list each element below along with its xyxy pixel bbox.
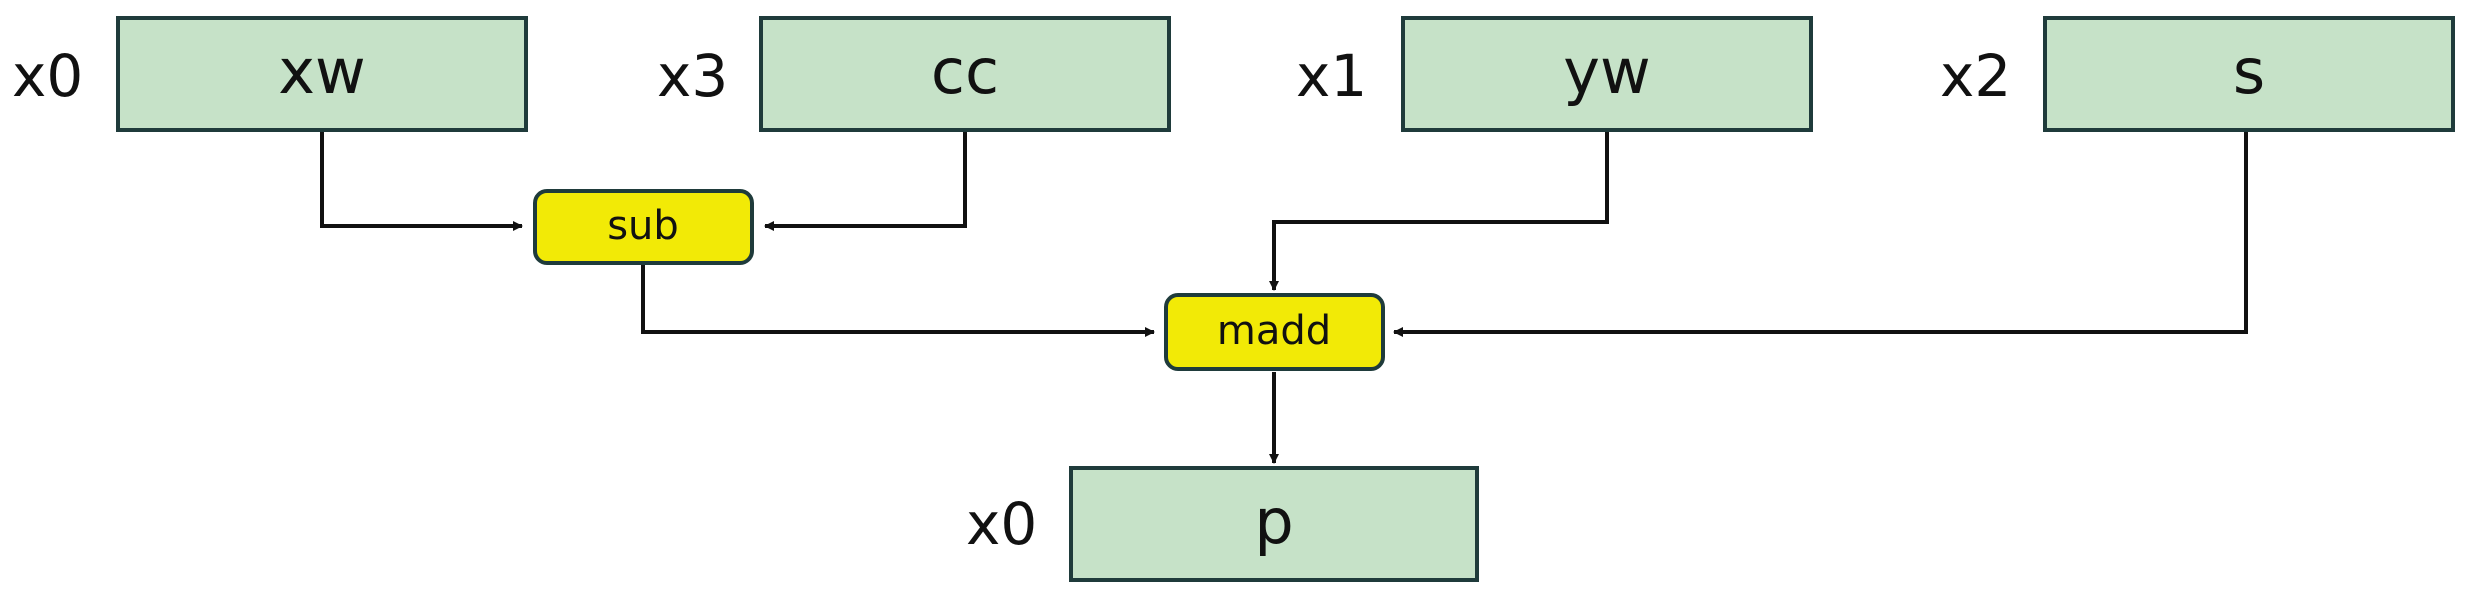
wires bbox=[320, 132, 2248, 464]
register-value: xw bbox=[278, 35, 365, 108]
register-value: yw bbox=[1563, 35, 1650, 108]
register-box bbox=[2043, 16, 2455, 132]
register-xw: x0 xw bbox=[12, 16, 528, 132]
edge-sub-to-madd bbox=[641, 265, 1155, 337]
edge-xw-to-sub bbox=[320, 132, 523, 231]
edge-cc-to-sub bbox=[764, 132, 967, 231]
register-cc: x3 cc bbox=[657, 16, 1171, 132]
edge-s-to-madd bbox=[1393, 132, 2248, 337]
operation-label: sub bbox=[607, 203, 679, 249]
register-label: x3 bbox=[657, 42, 728, 110]
register-value: p bbox=[1254, 485, 1293, 558]
register-box bbox=[116, 16, 528, 132]
register-value: s bbox=[2233, 35, 2265, 108]
register-s: x2 s bbox=[1940, 16, 2455, 132]
register-label: x0 bbox=[12, 42, 83, 110]
operation-box bbox=[1164, 293, 1385, 371]
operation-madd: madd bbox=[1164, 293, 1385, 371]
register-box bbox=[759, 16, 1171, 132]
operation-box bbox=[533, 189, 754, 265]
operation-label: madd bbox=[1217, 308, 1331, 354]
register-p: x0 p bbox=[966, 466, 1479, 582]
register-yw: x1 yw bbox=[1296, 16, 1813, 132]
register-box bbox=[1401, 16, 1813, 132]
register-label: x0 bbox=[966, 490, 1037, 558]
register-label: x2 bbox=[1940, 42, 2011, 110]
register-label: x1 bbox=[1296, 42, 1367, 110]
register-value: cc bbox=[931, 35, 999, 108]
register-box bbox=[1069, 466, 1479, 582]
edge-yw-to-madd bbox=[1269, 132, 1609, 291]
operation-sub: sub bbox=[533, 189, 754, 265]
